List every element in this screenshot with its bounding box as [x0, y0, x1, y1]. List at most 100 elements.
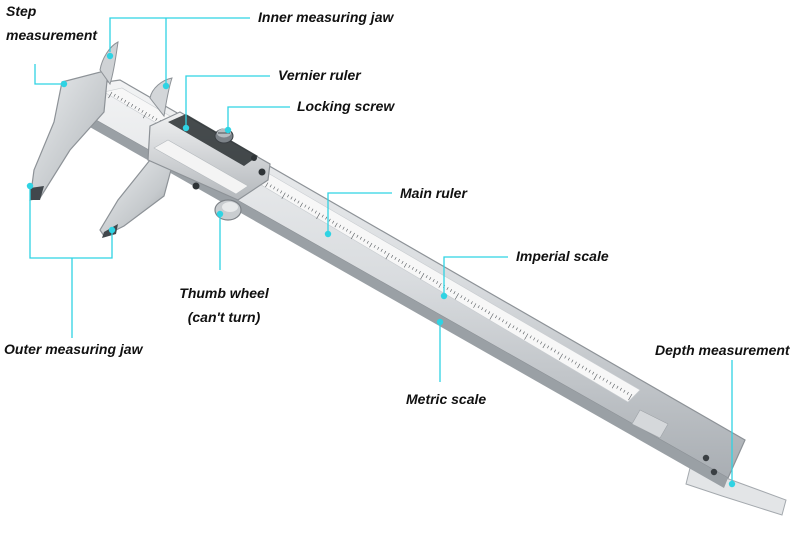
scale-tick [380, 248, 383, 252]
label-vernier: Vernier ruler [278, 67, 361, 83]
scale-tick [418, 271, 421, 274]
scale-tick [599, 375, 602, 379]
scale-tick [307, 206, 310, 210]
scale-tick [536, 339, 539, 343]
scale-tick [529, 335, 532, 339]
vernier-slider [147, 111, 271, 201]
scale-tick [350, 232, 355, 240]
scale-tick [467, 299, 470, 303]
scale-tick [628, 393, 633, 401]
scale-tick [515, 327, 518, 331]
scale-tick [495, 315, 498, 319]
scale-tick [593, 373, 598, 381]
leader-imperial [443, 256, 508, 296]
scale-tick [397, 258, 400, 262]
scale-tick [411, 267, 414, 270]
scale-tick [332, 220, 335, 224]
scale-tick [137, 107, 140, 111]
leader-locking [227, 106, 290, 130]
scale-tick [533, 337, 536, 341]
scale-tick [384, 250, 387, 254]
scale-tick [304, 204, 307, 208]
scale-tick [148, 113, 151, 117]
scale-tick [299, 202, 303, 208]
scale-tick [592, 371, 595, 375]
scale-tick [385, 252, 390, 260]
label-inner-jaw: Inner measuring jaw [258, 9, 394, 25]
scale-tick [473, 303, 477, 308]
scale-tick [564, 355, 567, 359]
scale-tick [438, 283, 442, 288]
scale-tick [108, 91, 113, 99]
scale-tick [577, 363, 581, 369]
leader-lines [29, 17, 733, 484]
scale-tick [425, 275, 428, 278]
scale-tick [484, 309, 487, 313]
scale-tick [489, 313, 494, 320]
scale-tick [373, 244, 376, 248]
leader-main [327, 192, 392, 232]
scale-tick [550, 347, 553, 351]
label-depth: Depth measurement [655, 342, 790, 358]
leader-vernier [185, 75, 270, 128]
label-main-ruler: Main ruler [400, 185, 467, 201]
scale-tick [623, 389, 626, 393]
label-step-line2: measurement [6, 27, 98, 43]
label-locking-screw: Locking screw [297, 98, 395, 114]
scale-tick [339, 224, 342, 228]
scale-tick [408, 264, 411, 268]
scale-tick [377, 246, 380, 250]
scale-tick [311, 208, 314, 212]
label-imperial-scale: Imperial scale [516, 248, 609, 264]
scale-tick [345, 228, 348, 232]
scale-tick [113, 93, 116, 97]
scale-tick [449, 289, 452, 293]
leader-step [34, 64, 64, 85]
scale-tick [394, 256, 397, 260]
scale-tick [512, 325, 515, 329]
scale-tick [325, 216, 328, 220]
label-outer-jaw: Outer measuring jaw [4, 341, 143, 357]
scale-tick [328, 218, 331, 222]
scale-tick [481, 307, 484, 311]
scale-tick [524, 333, 529, 340]
scale-tick [356, 234, 359, 238]
scale-tick [477, 305, 480, 309]
scale-tick [519, 329, 522, 333]
scale-tick [363, 238, 366, 242]
scale-tick [369, 242, 373, 248]
scale-tick [619, 387, 622, 391]
scale-tick [142, 111, 147, 119]
scale-tick [359, 236, 362, 240]
scale-tick [581, 365, 584, 369]
scale-tick [117, 95, 120, 99]
scale-tick [265, 182, 269, 188]
scale-tick [547, 345, 550, 349]
scale-tick [316, 212, 321, 220]
scale-tick [567, 357, 570, 361]
fixed-jaw [29, 41, 119, 201]
label-thumb-line2: (can't turn) [187, 309, 261, 325]
scale-tick [276, 188, 279, 192]
scale-tick [542, 343, 546, 349]
scale-tick [141, 109, 144, 113]
scale-tick [558, 353, 563, 360]
scale-tick [349, 230, 352, 234]
scale-tick [453, 291, 456, 295]
scale-tick [522, 331, 525, 335]
scale-tick [498, 317, 501, 321]
scale-tick [460, 295, 463, 299]
scale-tick [609, 381, 612, 385]
scale-tick [297, 200, 300, 204]
scale-tick [571, 359, 574, 363]
scale-tick [557, 351, 560, 355]
scale-tick [293, 198, 296, 202]
label-step-line1: Step [6, 3, 37, 19]
scale-tick [287, 194, 290, 198]
scale-tick [454, 293, 459, 300]
scale-tick [290, 196, 293, 200]
scale-tick [553, 349, 556, 353]
scale-tick [616, 385, 619, 389]
scale-tick [403, 262, 407, 268]
